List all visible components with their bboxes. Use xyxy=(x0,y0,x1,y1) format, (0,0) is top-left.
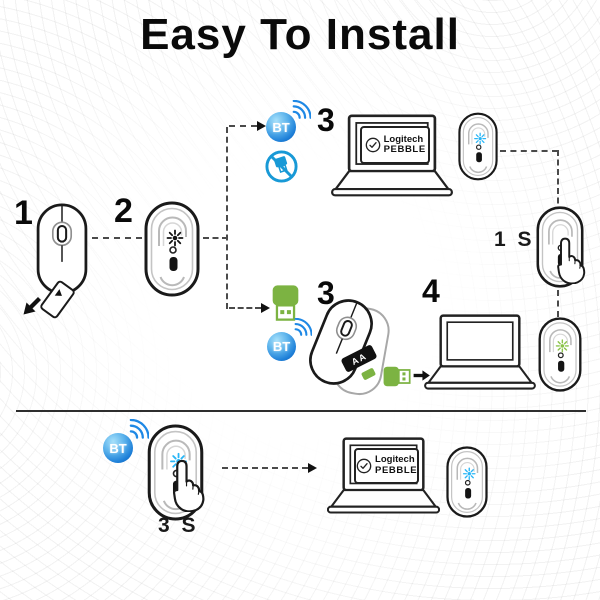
signal-waves-icon xyxy=(293,318,312,337)
pairing-dialog: Logitech PEBBLE xyxy=(360,125,431,165)
arrowhead-receiver xyxy=(261,303,270,313)
check-circle-icon xyxy=(356,458,372,474)
brand-line-1: Logitech xyxy=(375,454,415,466)
hold-1s-label: 1 S xyxy=(494,228,535,251)
step-3-bt-label: 3 xyxy=(317,102,335,138)
connector-bt-right xyxy=(500,150,558,152)
connector-branch-vertical xyxy=(226,127,228,309)
finger-press-icon xyxy=(160,458,208,512)
arrowhead-pairing xyxy=(308,463,317,473)
step-3-usb-label: 3 xyxy=(317,275,335,311)
step-2-label: 2 xyxy=(114,192,133,230)
step-1-label: 1 xyxy=(14,194,33,232)
bluetooth-icon-bottom: BT xyxy=(103,433,133,463)
brand-line-2: PEBBLE xyxy=(375,464,418,476)
brand-text: Logitech PEBBLE xyxy=(383,133,426,156)
mouse-bottom-view-power xyxy=(144,201,200,297)
connector-press-down xyxy=(557,290,559,317)
mouse-blue-led-bottom xyxy=(446,446,488,518)
connector-to-bluetooth xyxy=(229,125,257,127)
finger-press-icon xyxy=(546,236,588,284)
arrowhead-bluetooth xyxy=(257,121,266,131)
usb-receiver-icon xyxy=(271,284,300,322)
connector-to-receiver xyxy=(229,307,261,309)
pairing-dialog: Logitech PEBBLE xyxy=(354,447,420,484)
page-title: Easy To Install xyxy=(140,10,460,59)
laptop-pairing: Logitech PEBBLE xyxy=(331,114,453,198)
check-circle-icon xyxy=(365,137,381,153)
bluetooth-label: BT xyxy=(272,339,291,354)
receiver-logo-icon xyxy=(54,289,65,300)
mouse-green-led xyxy=(538,317,582,392)
brand-line-2: PEBBLE xyxy=(383,143,426,155)
signal-waves-icon xyxy=(128,419,149,440)
connector-pairing xyxy=(222,467,308,469)
bluetooth-icon: BT xyxy=(266,112,296,142)
signal-waves-icon xyxy=(291,100,311,120)
connector-branch-stem xyxy=(203,237,228,239)
bluetooth-label: BT xyxy=(109,440,127,456)
laptop-usb xyxy=(424,314,536,391)
mouse-blue-led xyxy=(458,112,498,181)
brand-line-1: Logitech xyxy=(383,133,424,145)
connector-bt-down xyxy=(557,150,559,213)
brand-text: Logitech PEBBLE xyxy=(375,454,418,476)
usb-receiver-plug-icon xyxy=(383,366,412,388)
connector-1-2 xyxy=(92,237,142,239)
hold-3s-label: 3 S xyxy=(158,514,199,537)
laptop-paired: Logitech PEBBLE xyxy=(327,437,440,515)
remove-receiver-arrow-icon xyxy=(21,295,43,317)
bluetooth-label: BT xyxy=(272,119,290,135)
section-divider xyxy=(16,410,586,412)
laptop-outline xyxy=(424,314,536,391)
no-receiver-needed-icon xyxy=(264,149,299,184)
bluetooth-icon-usb-branch: BT xyxy=(267,332,296,361)
step-4-label: 4 xyxy=(422,273,440,309)
